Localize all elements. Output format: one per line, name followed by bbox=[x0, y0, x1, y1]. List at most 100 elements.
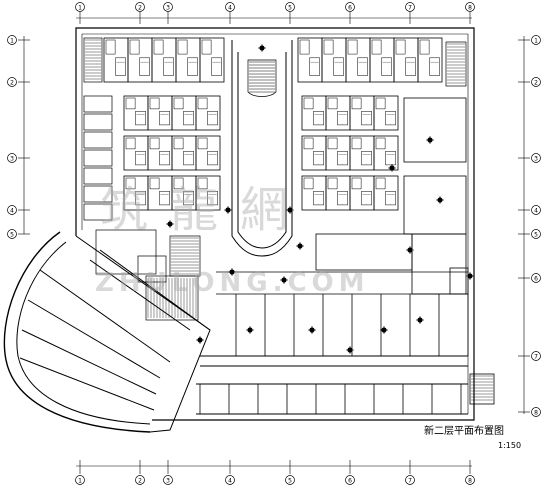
central-atrium bbox=[231, 40, 293, 257]
grid-bubble-right bbox=[531, 407, 541, 417]
left-grid-axis: 1 2 3 4 5 bbox=[7, 35, 30, 239]
grid-bubble-right bbox=[531, 351, 541, 361]
grid-label-left: 4 bbox=[10, 208, 14, 215]
plant-symbol bbox=[286, 206, 294, 214]
top-grid-axis: 1 2 3 4 5 6 7 8 bbox=[75, 2, 475, 24]
grid-label-right: 2 bbox=[534, 80, 538, 87]
left-wing-rooms bbox=[83, 95, 167, 283]
grid-bubble-top bbox=[465, 2, 475, 12]
grid-bubble-bottom bbox=[405, 475, 415, 485]
plant-symbol bbox=[258, 44, 266, 52]
grid-bubble-top bbox=[405, 2, 415, 12]
plant-symbol bbox=[436, 196, 444, 204]
grid-bubble-bottom bbox=[225, 475, 235, 485]
grid-bubble-top bbox=[345, 2, 355, 12]
main-stair bbox=[249, 61, 275, 93]
grid-bubble-bottom bbox=[345, 475, 355, 485]
plant-symbols bbox=[166, 44, 474, 354]
grid-label-bottom: 7 bbox=[408, 478, 412, 485]
grid-bubble-bottom bbox=[163, 475, 173, 485]
grid-bubble-top bbox=[135, 2, 145, 12]
plant-symbol bbox=[388, 164, 396, 172]
grid-label-bottom: 4 bbox=[228, 478, 232, 485]
plant-symbol bbox=[406, 246, 414, 254]
grid-bubble-right bbox=[531, 153, 541, 163]
grid-bubble-right bbox=[531, 273, 541, 283]
grid-bubble-bottom bbox=[465, 475, 475, 485]
stair-treads-small bbox=[85, 39, 493, 401]
grid-label-right: 8 bbox=[534, 410, 538, 417]
grid-bubble-top bbox=[163, 2, 173, 12]
curved-wing bbox=[3, 231, 211, 433]
grid-label-bottom: 3 bbox=[166, 478, 170, 485]
grid-bubble-left bbox=[7, 229, 17, 239]
plant-symbol bbox=[224, 206, 232, 214]
grid-label-bottom: 1 bbox=[78, 478, 82, 485]
plant-symbol bbox=[166, 220, 174, 228]
grid-label-bottom: 6 bbox=[348, 478, 352, 485]
grid-label-top: 2 bbox=[138, 5, 142, 12]
grid-label-left: 5 bbox=[10, 232, 14, 239]
grid-bubble-right bbox=[531, 229, 541, 239]
plant-symbol bbox=[228, 268, 236, 276]
building-outline bbox=[75, 27, 475, 421]
guest-rooms-top-right bbox=[297, 37, 443, 83]
grid-bubble-bottom bbox=[135, 475, 145, 485]
drawing-scale: 1:150 bbox=[498, 441, 522, 450]
grid-label-bottom: 2 bbox=[138, 478, 142, 485]
grid-label-right: 1 bbox=[534, 38, 538, 45]
grid-label-right: 3 bbox=[534, 156, 538, 163]
plant-symbol bbox=[380, 326, 388, 334]
grid-bubble-left bbox=[7, 205, 17, 215]
grid-label-left: 3 bbox=[10, 156, 14, 163]
plant-symbol bbox=[416, 316, 424, 324]
grid-label-right: 5 bbox=[534, 232, 538, 239]
south-rooms bbox=[199, 294, 469, 414]
grid-bubble-right bbox=[531, 77, 541, 87]
grid-label-top: 1 bbox=[78, 5, 82, 12]
plant-symbol bbox=[280, 276, 288, 284]
grid-label-left: 2 bbox=[10, 80, 14, 87]
guest-rooms-middle-left bbox=[123, 95, 221, 211]
grid-label-top: 4 bbox=[228, 5, 232, 12]
grid-bubble-left bbox=[7, 153, 17, 163]
plant-symbol bbox=[426, 136, 434, 144]
grid-bubble-bottom bbox=[285, 475, 295, 485]
plant-symbol bbox=[196, 336, 204, 344]
right-service-block bbox=[216, 97, 495, 405]
grid-label-bottom: 8 bbox=[468, 478, 472, 485]
grid-bubble-left bbox=[7, 35, 17, 45]
plant-symbol bbox=[246, 326, 254, 334]
grid-label-top: 8 bbox=[468, 5, 472, 12]
grid-bubble-top bbox=[225, 2, 235, 12]
guest-rooms-top-left bbox=[103, 37, 225, 83]
drawing-title: 新二层平面布置图 bbox=[424, 426, 504, 437]
grid-label-right: 4 bbox=[534, 208, 538, 215]
grid-label-top: 3 bbox=[166, 5, 170, 12]
grid-bubble-right bbox=[531, 35, 541, 45]
secondary-stairs bbox=[83, 37, 467, 321]
watermark-latin: ZHULONG.COM bbox=[95, 268, 370, 298]
plant-symbol bbox=[346, 346, 354, 354]
grid-label-left: 1 bbox=[10, 38, 14, 45]
south-corridor bbox=[196, 355, 468, 415]
grid-label-bottom: 5 bbox=[288, 478, 292, 485]
grid-bubble-top bbox=[75, 2, 85, 12]
grid-label-top: 6 bbox=[348, 5, 352, 12]
grid-bubble-bottom bbox=[75, 475, 85, 485]
right-grid-axis: 1 2 3 4 5 6 7 8 bbox=[518, 35, 541, 417]
grid-bubble-top bbox=[285, 2, 295, 12]
grid-label-top: 7 bbox=[408, 5, 412, 12]
watermark-chinese: 筑龍網 bbox=[100, 182, 311, 238]
guest-rooms-middle-right bbox=[301, 95, 399, 211]
grid-label-right: 7 bbox=[534, 354, 538, 361]
plant-symbol bbox=[466, 272, 474, 280]
bottom-grid-axis: 1 2 3 4 5 6 7 8 bbox=[75, 460, 475, 485]
grid-bubble-right bbox=[531, 205, 541, 215]
plant-symbol bbox=[308, 326, 316, 334]
grid-bubble-left bbox=[7, 77, 17, 87]
grid-label-top: 5 bbox=[288, 5, 292, 12]
plant-symbol bbox=[296, 242, 304, 250]
grid-label-right: 6 bbox=[534, 276, 538, 283]
